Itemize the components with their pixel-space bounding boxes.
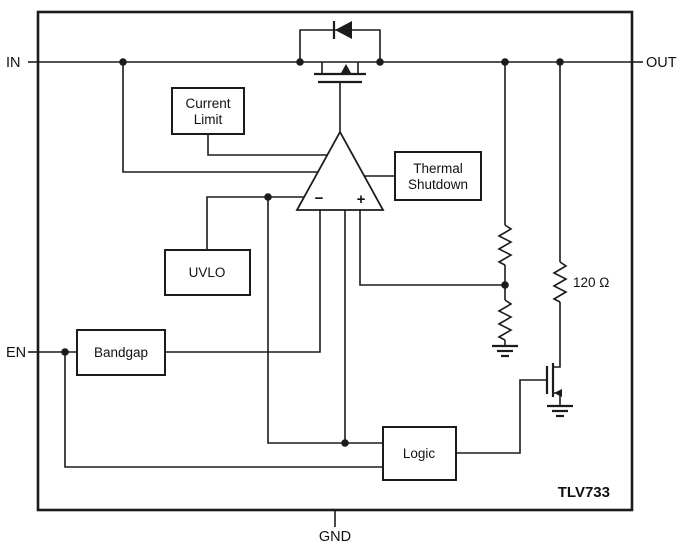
- junction-dot: [501, 281, 509, 289]
- wire-feedback-to-plus-input: [359, 210, 505, 286]
- thermal-shutdown-label-line1: Thermal: [413, 161, 463, 176]
- wire-120ohm-to-nmos-drain: [553, 302, 561, 368]
- current-limit-label-line1: Current: [185, 96, 230, 111]
- pin-label-in: IN: [6, 55, 21, 71]
- feedback-resistor-bottom: [497, 299, 513, 341]
- junction-dot: [376, 58, 384, 66]
- uvlo-box: [164, 249, 251, 296]
- bandgap-block: Bandgap: [76, 329, 166, 376]
- resistor-value-label: 120 Ω: [573, 275, 609, 290]
- wires: [28, 29, 643, 527]
- thermal-shutdown-block: Thermal Shutdown: [394, 151, 482, 201]
- pmos-body-arrow: [341, 64, 351, 73]
- wire-logic-to-nmos-gate: [456, 379, 547, 454]
- discharge-nmos-transistor: [545, 363, 562, 397]
- wire-current-limit-to-amp: [207, 134, 328, 156]
- junction-dot: [119, 58, 127, 66]
- wire-en-to-logic: [64, 352, 383, 468]
- logic-label: Logic: [403, 446, 436, 461]
- wire-uvlo-to-logic: [267, 197, 383, 444]
- junction-dot: [501, 58, 509, 66]
- bandgap-label: Bandgap: [94, 345, 148, 360]
- diode-anode-triangle: [335, 21, 352, 39]
- junction-dot: [341, 439, 349, 447]
- current-limit-box: [171, 87, 245, 135]
- feedback-resistor-top: [497, 224, 513, 266]
- logic-block: Logic: [382, 426, 457, 481]
- wire-in-to-amp: [122, 62, 319, 173]
- pass-pmos-transistor: [314, 62, 366, 84]
- junction-dots: [61, 58, 564, 447]
- junction-dot: [556, 58, 564, 66]
- pin-label-gnd: GND: [319, 529, 351, 545]
- wire-bandgap-to-minus-input: [165, 210, 321, 353]
- logic-box: [382, 426, 457, 481]
- error-amplifier: − +: [295, 130, 385, 211]
- uvlo-block: UVLO: [164, 249, 251, 296]
- current-limit-label-line2: Limit: [194, 112, 223, 127]
- junction-dot: [296, 58, 304, 66]
- bandgap-box: [76, 329, 166, 376]
- wire-body-diode-loop: [299, 29, 381, 62]
- junction-dot: [61, 348, 69, 356]
- thermal-shutdown-box: [394, 151, 482, 201]
- body-diode: [332, 21, 352, 39]
- amp-minus-label: −: [315, 190, 324, 207]
- ground-symbol-divider: [492, 344, 518, 358]
- part-number-label: TLV733: [558, 484, 610, 501]
- discharge-resistor-120ohm: [552, 261, 568, 303]
- pin-label-out: OUT: [646, 55, 677, 71]
- current-limit-block: Current Limit: [171, 87, 245, 135]
- pin-label-en: EN: [6, 345, 26, 361]
- thermal-shutdown-label-line2: Shutdown: [408, 177, 468, 192]
- ground-symbol-nmos: [547, 404, 573, 418]
- error-amp-triangle: [295, 130, 385, 211]
- wire-uvlo-to-amp: [206, 196, 305, 250]
- nmos-body-arrow: [554, 389, 562, 397]
- amp-plus-label: +: [357, 191, 366, 208]
- uvlo-label: UVLO: [189, 265, 226, 280]
- chip-boundary: [36, 10, 634, 512]
- junction-dot: [264, 193, 272, 201]
